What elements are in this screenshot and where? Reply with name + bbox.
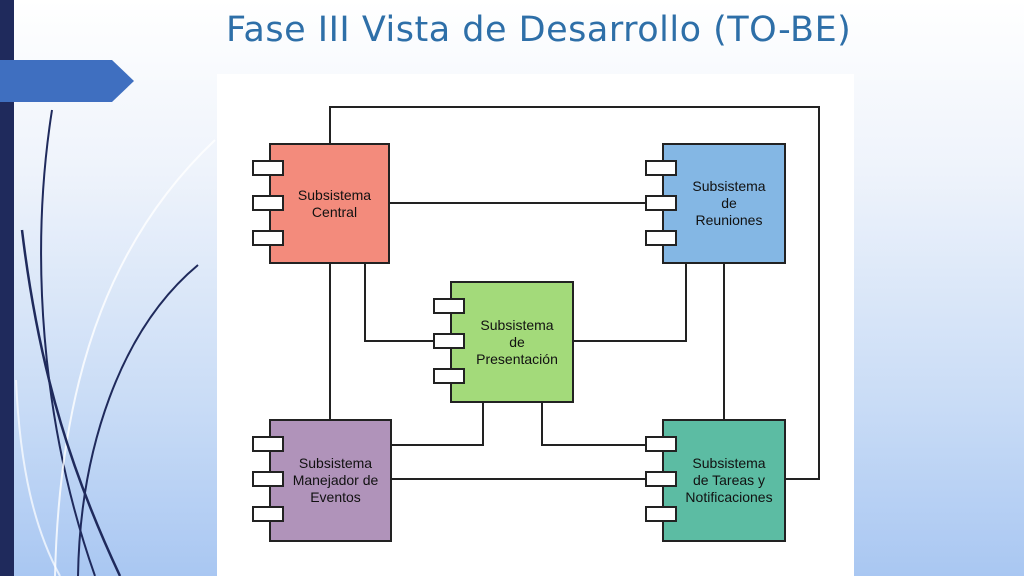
port-icon	[645, 230, 677, 246]
decorative-swooshes	[15, 109, 216, 576]
component-presentacion-line2: de	[509, 333, 525, 350]
port-icon	[252, 471, 284, 487]
connector-central-tareas-loop	[329, 106, 820, 480]
component-tareas-line2: de Tareas y	[692, 472, 766, 488]
slide-title: Fase III Vista de Desarrollo (TO-BE)	[226, 10, 852, 50]
connector-presentacion-tareas	[541, 402, 647, 446]
arrow-tab	[0, 60, 134, 102]
component-tareas-line3: Notificaciones	[685, 489, 773, 505]
component-reuniones-label: Subsistema de Reuniones	[676, 145, 782, 262]
port-icon	[433, 298, 465, 314]
component-reuniones[interactable]: Subsistema de Reuniones	[662, 143, 786, 264]
component-tareas[interactable]: Subsistema de Tareas y Notificaciones	[662, 419, 786, 542]
port-icon	[645, 471, 677, 487]
port-icon	[645, 160, 677, 176]
component-presentacion[interactable]: Subsistema de Presentación	[450, 281, 574, 403]
component-central[interactable]: Subsistema Central	[269, 143, 390, 264]
connector-reuniones-presentacion	[572, 263, 687, 342]
component-presentacion-line3: Presentación	[476, 350, 558, 367]
port-icon	[252, 230, 284, 246]
component-eventos-line3: Eventos	[310, 489, 361, 505]
component-tareas-label: Subsistema de Tareas y Notificaciones	[676, 421, 782, 540]
port-icon	[252, 195, 284, 211]
diagram-canvas: Subsistema Central Subsistema de Reunion…	[217, 74, 854, 576]
component-eventos-label: Subsistema Manejador de Eventos	[283, 421, 388, 540]
port-icon	[252, 160, 284, 176]
port-icon	[645, 436, 677, 452]
connection-lines	[329, 106, 820, 480]
component-presentacion-line1: Subsistema	[480, 316, 554, 333]
port-icon	[645, 506, 677, 522]
connector-central-presentacion	[364, 263, 435, 342]
component-reuniones-line2: de	[721, 195, 737, 211]
component-eventos-line1: Subsistema	[298, 455, 373, 471]
component-eventos-line2: Manejador de	[292, 472, 379, 488]
component-tareas-line1: Subsistema	[692, 455, 766, 471]
component-presentacion-label: Subsistema de Presentación	[464, 283, 570, 401]
port-icon	[433, 368, 465, 384]
port-icon	[645, 195, 677, 211]
component-central-line1: Subsistema	[297, 186, 372, 203]
port-icon	[433, 333, 465, 349]
component-eventos[interactable]: Subsistema Manejador de Eventos	[269, 419, 392, 542]
component-reuniones-line1: Subsistema	[692, 178, 766, 194]
component-central-label: Subsistema Central	[283, 145, 386, 262]
port-icon	[252, 506, 284, 522]
port-icon	[252, 436, 284, 452]
component-central-line2: Central	[311, 203, 358, 220]
component-reuniones-line3: Reuniones	[695, 212, 763, 228]
connector-presentacion-eventos	[390, 402, 484, 446]
left-accent-bar	[0, 0, 14, 576]
